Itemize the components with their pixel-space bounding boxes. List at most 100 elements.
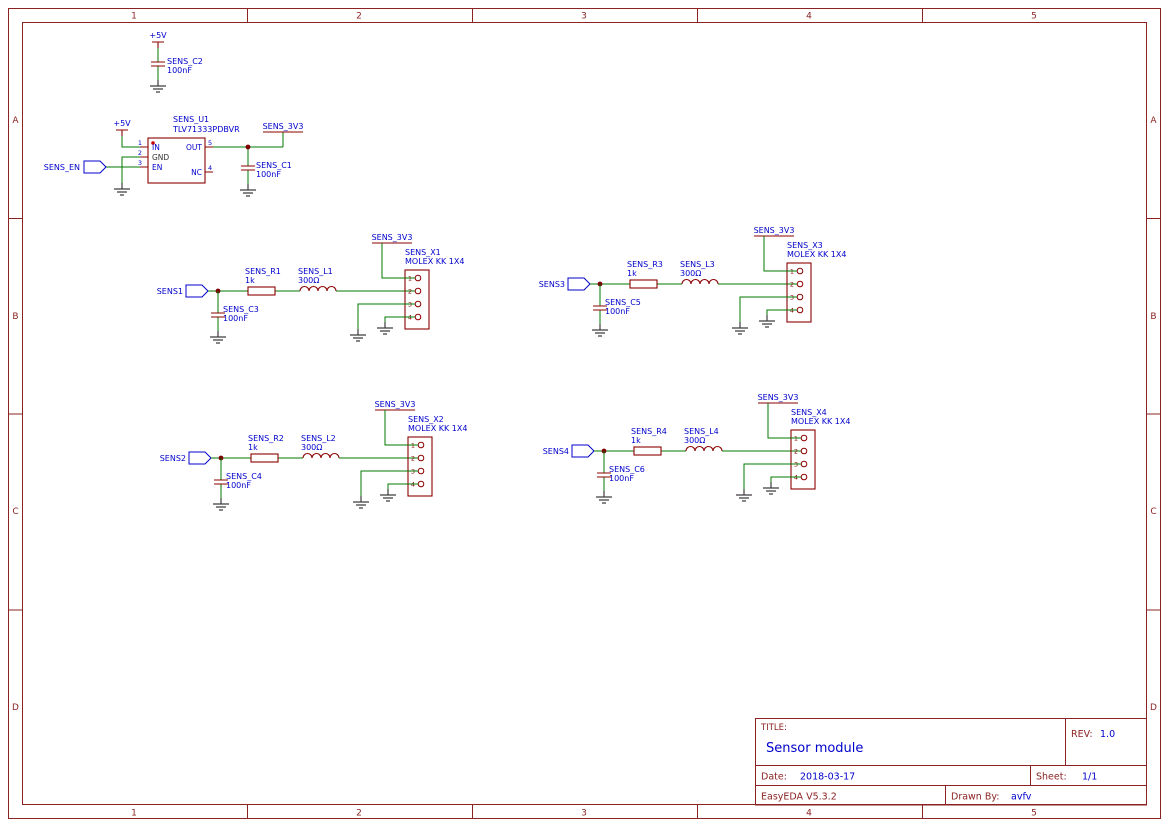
inductor-value: 300Ω — [301, 443, 322, 452]
port-label: SENS1 — [157, 287, 183, 296]
frame-col-label: 2 — [356, 809, 362, 819]
title-label: TITLE: — [760, 723, 787, 733]
inductor-value: 300Ω — [298, 276, 319, 285]
frame-row-label: D — [1150, 703, 1157, 713]
frame-col-label: 2 — [356, 12, 362, 22]
connector-ref: SENS_X3 — [787, 241, 823, 250]
port-label: SENS3 — [539, 280, 565, 289]
frame-col-label: 1 — [131, 809, 137, 819]
frame-col-label: 3 — [581, 809, 587, 819]
pin-stubs — [140, 146, 213, 173]
sensor-channel-4[interactable]: SENS4 SENS_C6 100nF SENS_R4 1k SENS_L4 3… — [543, 393, 851, 503]
frame-col-label: 4 — [806, 809, 812, 819]
net-label-3v3: SENS_3V3 — [758, 393, 799, 402]
sheet-frame: 1 2 3 4 5 1 2 3 4 5 A B C D A B C D — [8, 8, 1161, 819]
sheet-label: Sheet: — [1036, 772, 1067, 783]
connector-part: MOLEX KK 1X4 — [791, 417, 850, 426]
cap-value: 100nF — [223, 314, 248, 323]
connector-ref: SENS_X1 — [405, 248, 441, 257]
frame-row-label: C — [12, 507, 18, 517]
cap-value: 100nF — [256, 170, 281, 179]
date-value: 2018-03-17 — [800, 772, 855, 783]
pin-number: 2 — [138, 149, 142, 157]
pin-name-gnd: GND — [152, 153, 169, 162]
inductor-value: 300Ω — [680, 269, 701, 278]
frame-row-label: B — [12, 312, 18, 322]
junction-dot — [245, 144, 251, 150]
ground-icon — [239, 183, 257, 197]
ground-icon — [113, 182, 131, 196]
frame-row-label: A — [1150, 116, 1157, 126]
connector-part: MOLEX KK 1X4 — [405, 257, 464, 266]
sheet-title: Sensor module — [766, 741, 863, 756]
resistor-value: 1k — [627, 269, 637, 278]
net-label-3v3: SENS_3V3 — [375, 400, 416, 409]
regulator-circuit[interactable]: +5V SENS_EN 1 2 3 5 4 IN GND EN OUT NC S… — [44, 115, 304, 197]
cap-ref: SENS_C3 — [223, 305, 259, 314]
net-label-3v3: SENS_3V3 — [372, 233, 413, 242]
refdes: SENS_U1 — [173, 115, 209, 124]
resistor-value: 1k — [631, 436, 641, 445]
sensor-channel-3[interactable]: SENS3 SENS_C5 100nF SENS_R3 1k SENS_L3 3… — [539, 226, 847, 336]
cap-ref: SENS_C6 — [609, 465, 645, 474]
date-label: Date: — [761, 772, 787, 783]
pin-number: 1 — [138, 139, 142, 147]
inductor-value: 300Ω — [684, 436, 705, 445]
frame-row-label: D — [12, 703, 19, 713]
cap-ref: SENS_C2 — [167, 57, 203, 66]
frame-row-label: C — [1150, 507, 1156, 517]
net-label-3v3: SENS_3V3 — [263, 122, 304, 131]
frame-col-label: 5 — [1031, 12, 1037, 22]
regulator-body[interactable] — [147, 137, 206, 184]
pin-number: 4 — [208, 164, 212, 172]
resistor-ref: SENS_R4 — [631, 427, 667, 436]
resistor-ref: SENS_R3 — [627, 260, 663, 269]
capacitor-icon[interactable] — [241, 165, 255, 171]
cap-ref: SENS_C5 — [605, 298, 641, 307]
frame-row-label: A — [12, 116, 19, 126]
sensor-channel-2[interactable]: SENS2 SENS_C4 100nF SENS_R2 1k SENS_L2 3… — [160, 400, 468, 510]
channel-graphic[interactable] — [568, 236, 811, 336]
channel-graphic[interactable] — [189, 410, 432, 510]
frame-col-label: 5 — [1031, 809, 1037, 819]
tool-version: EasyEDA V5.3.2 — [761, 792, 837, 803]
inductor-ref: SENS_L2 — [301, 434, 336, 443]
rev-value: 1.0 — [1100, 729, 1115, 740]
pin-number: 5 — [208, 139, 212, 147]
power-input-filter[interactable]: +5V SENS_C2 100nF — [149, 31, 203, 93]
resistor-ref: SENS_R1 — [245, 267, 281, 276]
pin-name-out: OUT — [186, 143, 202, 152]
resistor-value: 1k — [245, 276, 255, 285]
cap-value: 100nF — [609, 474, 634, 483]
cap-value: 100nF — [167, 66, 192, 75]
pin-name-in: IN — [152, 143, 160, 152]
resistor-ref: SENS_R2 — [248, 434, 284, 443]
frame-col-label: 4 — [806, 12, 812, 22]
drawn-by-label: Drawn By: — [951, 792, 1000, 803]
pin-name-nc: NC — [191, 168, 202, 177]
channel-graphic[interactable] — [186, 243, 429, 343]
capacitor-icon[interactable] — [151, 61, 165, 67]
cap-value: 100nF — [605, 307, 630, 316]
ground-icon — [149, 79, 167, 93]
power-flag-icon — [115, 129, 129, 137]
port-flag-icon[interactable] — [83, 160, 107, 174]
cap-ref: SENS_C1 — [256, 161, 292, 170]
net-label-5v: +5V — [113, 119, 131, 128]
pin-number: 3 — [138, 159, 142, 167]
port-label-sens-en: SENS_EN — [44, 163, 80, 172]
part-number: TLV71333PDBVR — [172, 125, 240, 134]
cap-value: 100nF — [226, 481, 251, 490]
channel-graphic[interactable] — [572, 403, 815, 503]
port-label: SENS4 — [543, 447, 569, 456]
net-label-3v3: SENS_3V3 — [754, 226, 795, 235]
sensor-channel-1[interactable]: SENS1 SENS_C3 100nF SENS_R1 1k SENS_L1 3… — [157, 233, 465, 343]
regulator-u1[interactable]: 1 2 3 5 4 IN GND EN OUT NC SENS_U1 TLV71… — [138, 115, 240, 184]
sheet-value: 1/1 — [1082, 772, 1097, 783]
connector-part: MOLEX KK 1X4 — [787, 250, 846, 259]
frame-col-label: 3 — [581, 12, 587, 22]
pin1-dot-icon — [151, 141, 155, 145]
power-flag-icon — [151, 41, 165, 49]
frame-row-label: B — [1150, 312, 1156, 322]
